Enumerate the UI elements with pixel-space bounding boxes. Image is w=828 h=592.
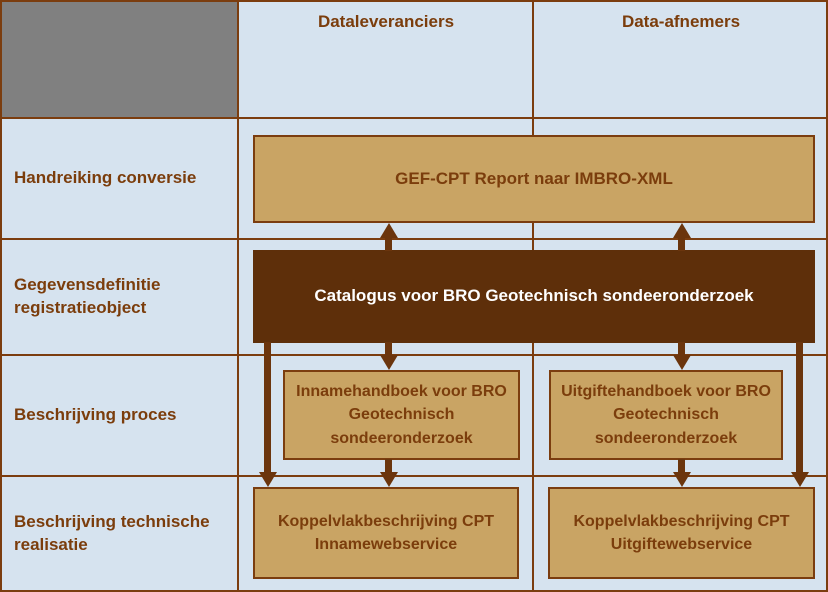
box-label: Catalogus voor BRO Geotechnisch sondeero… [314, 286, 754, 306]
arrow-down-icon [791, 472, 809, 487]
arrow-down-icon [673, 355, 691, 370]
arrow-down-icon [380, 355, 398, 370]
column-header-dataleveranciers: Dataleveranciers [239, 2, 533, 117]
grid-vline-left-column [237, 2, 239, 590]
column-header-label: Dataleveranciers [317, 12, 455, 31]
box-innamehandboek: Innamehandboek voor BRO Geotechnisch son… [283, 370, 520, 460]
grid-hline-header [2, 117, 826, 119]
box-label: Koppelvlakbeschrijving CPT Uitgiftewebse… [573, 512, 790, 553]
box-label: Uitgiftehandboek voor BRO Geotechnisch s… [561, 383, 771, 447]
row-label-text: Beschrijving technische realisatie [14, 511, 210, 554]
row-label-handreiking-conversie: Handreiking conversie [2, 119, 237, 238]
row-label-gegevensdefinitie: Gegevensdefinitie registratieobject [2, 240, 237, 354]
grid-hline-row2 [2, 354, 826, 356]
box-koppelvlak-uitgifte: Koppelvlakbeschrijving CPT Uitgiftewebse… [548, 487, 815, 579]
corner-cell [2, 2, 239, 119]
arrow-down-icon [380, 472, 398, 487]
row-label-text: Handreiking conversie [14, 168, 197, 188]
box-gef-cpt-report: GEF-CPT Report naar IMBRO-XML [253, 135, 815, 223]
column-header-label: Data-afnemers [621, 12, 741, 31]
box-koppelvlak-inname: Koppelvlakbeschrijving CPT Innamewebserv… [253, 487, 519, 579]
row-label-text: Gegevensdefinitie registratieobject [14, 275, 161, 317]
grid-hline-row3 [2, 475, 826, 477]
arrow-down-icon [259, 472, 277, 487]
box-label: Koppelvlakbeschrijving CPT Innamewebserv… [277, 512, 495, 553]
row-label-beschrijving-proces: Beschrijving proces [2, 356, 237, 475]
arrow-up-icon [380, 223, 398, 238]
column-header-data-afnemers: Data-afnemers [534, 2, 826, 117]
box-uitgiftehandboek: Uitgiftehandboek voor BRO Geotechnisch s… [549, 370, 783, 460]
row-label-technische-realisatie: Beschrijving technische realisatie [2, 477, 237, 590]
arrow-down-icon [673, 472, 691, 487]
arrow-up-icon [673, 223, 691, 238]
box-catalogus: Catalogus voor BRO Geotechnisch sondeero… [253, 250, 815, 343]
box-label: GEF-CPT Report naar IMBRO-XML [395, 168, 673, 188]
grid-hline-row1 [2, 238, 826, 240]
box-label: Innamehandboek voor BRO Geotechnisch son… [296, 383, 507, 447]
row-label-text: Beschrijving proces [14, 405, 177, 425]
